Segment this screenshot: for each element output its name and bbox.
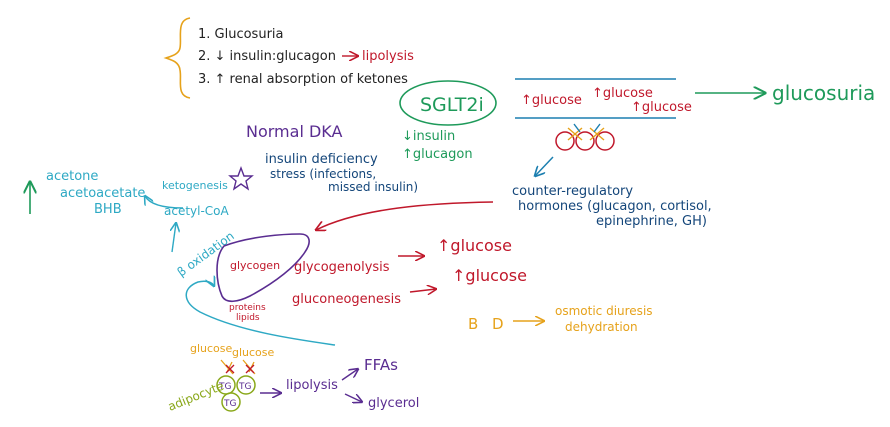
sglt2-transporters: [555, 123, 615, 151]
transporter-blocked-x: [573, 123, 601, 133]
tubule-to-hormones-arrow: [535, 156, 554, 176]
ketogenesis-arrow: [145, 196, 184, 209]
gluconeogenesis-label: gluconeogenesis: [292, 292, 401, 307]
ffas-label: FFAs: [364, 356, 398, 374]
mechanism-item-2-lipolysis: lipolysis: [362, 49, 414, 64]
ffa-arrow: [341, 369, 358, 381]
ketone-acetone: acetone: [46, 169, 98, 184]
hormones-line-2: hormones (glucagon, cortisol,: [518, 199, 712, 214]
dka-cause-3: missed insulin): [328, 180, 418, 194]
liver-glycogen: glycogen: [230, 259, 280, 272]
glycerol-arrow: [344, 393, 362, 402]
transporter-circle: [575, 131, 595, 151]
hormones-line-1: counter-regulatory: [512, 184, 633, 199]
liver-proteins: proteins: [229, 303, 266, 313]
sglt2i-circle: [399, 80, 497, 126]
glycogenolysis-label: glycogenolysis: [294, 260, 390, 275]
normal-dka-group: Normal DKA insulin deficiency stress (in…: [228, 122, 418, 194]
liver-group: glycogen proteins lipids: [216, 233, 310, 323]
tg-circle: [221, 392, 241, 412]
ketone-acetoacetate: acetoacetate: [60, 186, 145, 201]
dka-cause-2: stress (infections,: [270, 167, 376, 181]
glucose-entry-blocked: [220, 359, 256, 375]
transporter-blocked-x: [567, 127, 605, 141]
symptom-dehydration: dehydration: [565, 320, 638, 334]
ketogenesis-label: ketogenesis: [162, 179, 228, 192]
transporter-circle: [555, 131, 575, 151]
gluconeogenesis-arrow: [409, 289, 436, 292]
tubule-glucose-1: ↑glucose: [521, 93, 582, 108]
tg-label: TG: [238, 382, 251, 392]
tubule-glucose-2: ↑glucose: [592, 86, 653, 101]
glycerol-label: glycerol: [368, 396, 419, 411]
glucose-entry-blocked-x: [225, 364, 255, 374]
glycogenolysis-result: ↑glucose: [437, 236, 512, 255]
mechanism-item-3: 3. ↑ renal absorption of ketones: [198, 72, 408, 87]
lipolysis-label: lipolysis: [286, 378, 338, 393]
acetyl-coa-label: acetyl-CoA: [164, 204, 230, 218]
adipocyte-glucose-2: glucose: [232, 346, 275, 359]
kidney-tubule: ↑glucose ↑glucose ↑glucose glucosuria: [515, 78, 875, 176]
tubule-glucose-3: ↑glucose: [631, 100, 692, 115]
sglt2i-glucagon: ↑glucagon: [402, 147, 473, 162]
sglt2i-label: SGLT2i: [420, 94, 484, 116]
ketone-bhb: BHB: [94, 202, 122, 217]
beta-oxidation-label: β oxidation: [175, 229, 237, 280]
star-icon: [228, 166, 254, 191]
transporter-circle: [595, 131, 615, 151]
mechanism-item-1: 1. Glucosuria: [198, 27, 284, 42]
liver-outline: [216, 233, 310, 303]
symptom-mark-right: D: [492, 315, 504, 333]
adipocyte-label: adipocyte: [166, 379, 226, 414]
adipocyte-glucose-1: glucose: [190, 342, 233, 355]
sglt2i-insulin: ↓insulin: [402, 129, 455, 144]
curly-brace: [163, 17, 191, 99]
adipocyte-group: glucose glucose TG TG TG adipocyte lipol…: [166, 342, 419, 414]
sglt2i-group: SGLT2i ↓insulin ↑glucagon: [399, 80, 497, 162]
symptom-mark-left: B: [468, 315, 478, 333]
counter-regulatory-hormones: counter-regulatory hormones (glucagon, c…: [316, 184, 712, 230]
tg-circle: [236, 375, 256, 395]
dka-cause-1: insulin deficiency: [265, 152, 378, 167]
symptom-osmotic-diuresis: osmotic diuresis: [555, 304, 653, 318]
normal-dka-title: Normal DKA: [246, 122, 343, 141]
mechanism-list: 1. Glucosuria 2. ↓ insulin:glucagon lipo…: [163, 17, 414, 99]
glucose-production: glycogenolysis ↑glucose gluconeogenesis …: [292, 236, 527, 307]
ffa-to-liver-loop: [185, 281, 336, 346]
tg-label: TG: [218, 382, 231, 392]
liver-lipids: lipids: [236, 313, 260, 323]
beta-oxidation-arrow: [172, 223, 176, 253]
glucosuria-label: glucosuria: [772, 81, 875, 105]
mechanism-item-2: 2. ↓ insulin:glucagon: [198, 49, 336, 64]
hormones-to-liver-arrow: [316, 201, 494, 230]
gluconeogenesis-result: ↑glucose: [452, 266, 527, 285]
tg-label: TG: [223, 399, 236, 409]
ketone-pathway: acetone acetoacetate BHB ketogenesis ace…: [30, 169, 336, 346]
symptoms-group: B D osmotic diuresis dehydration: [468, 304, 653, 334]
hormones-line-3: epinephrine, GH): [596, 214, 707, 229]
